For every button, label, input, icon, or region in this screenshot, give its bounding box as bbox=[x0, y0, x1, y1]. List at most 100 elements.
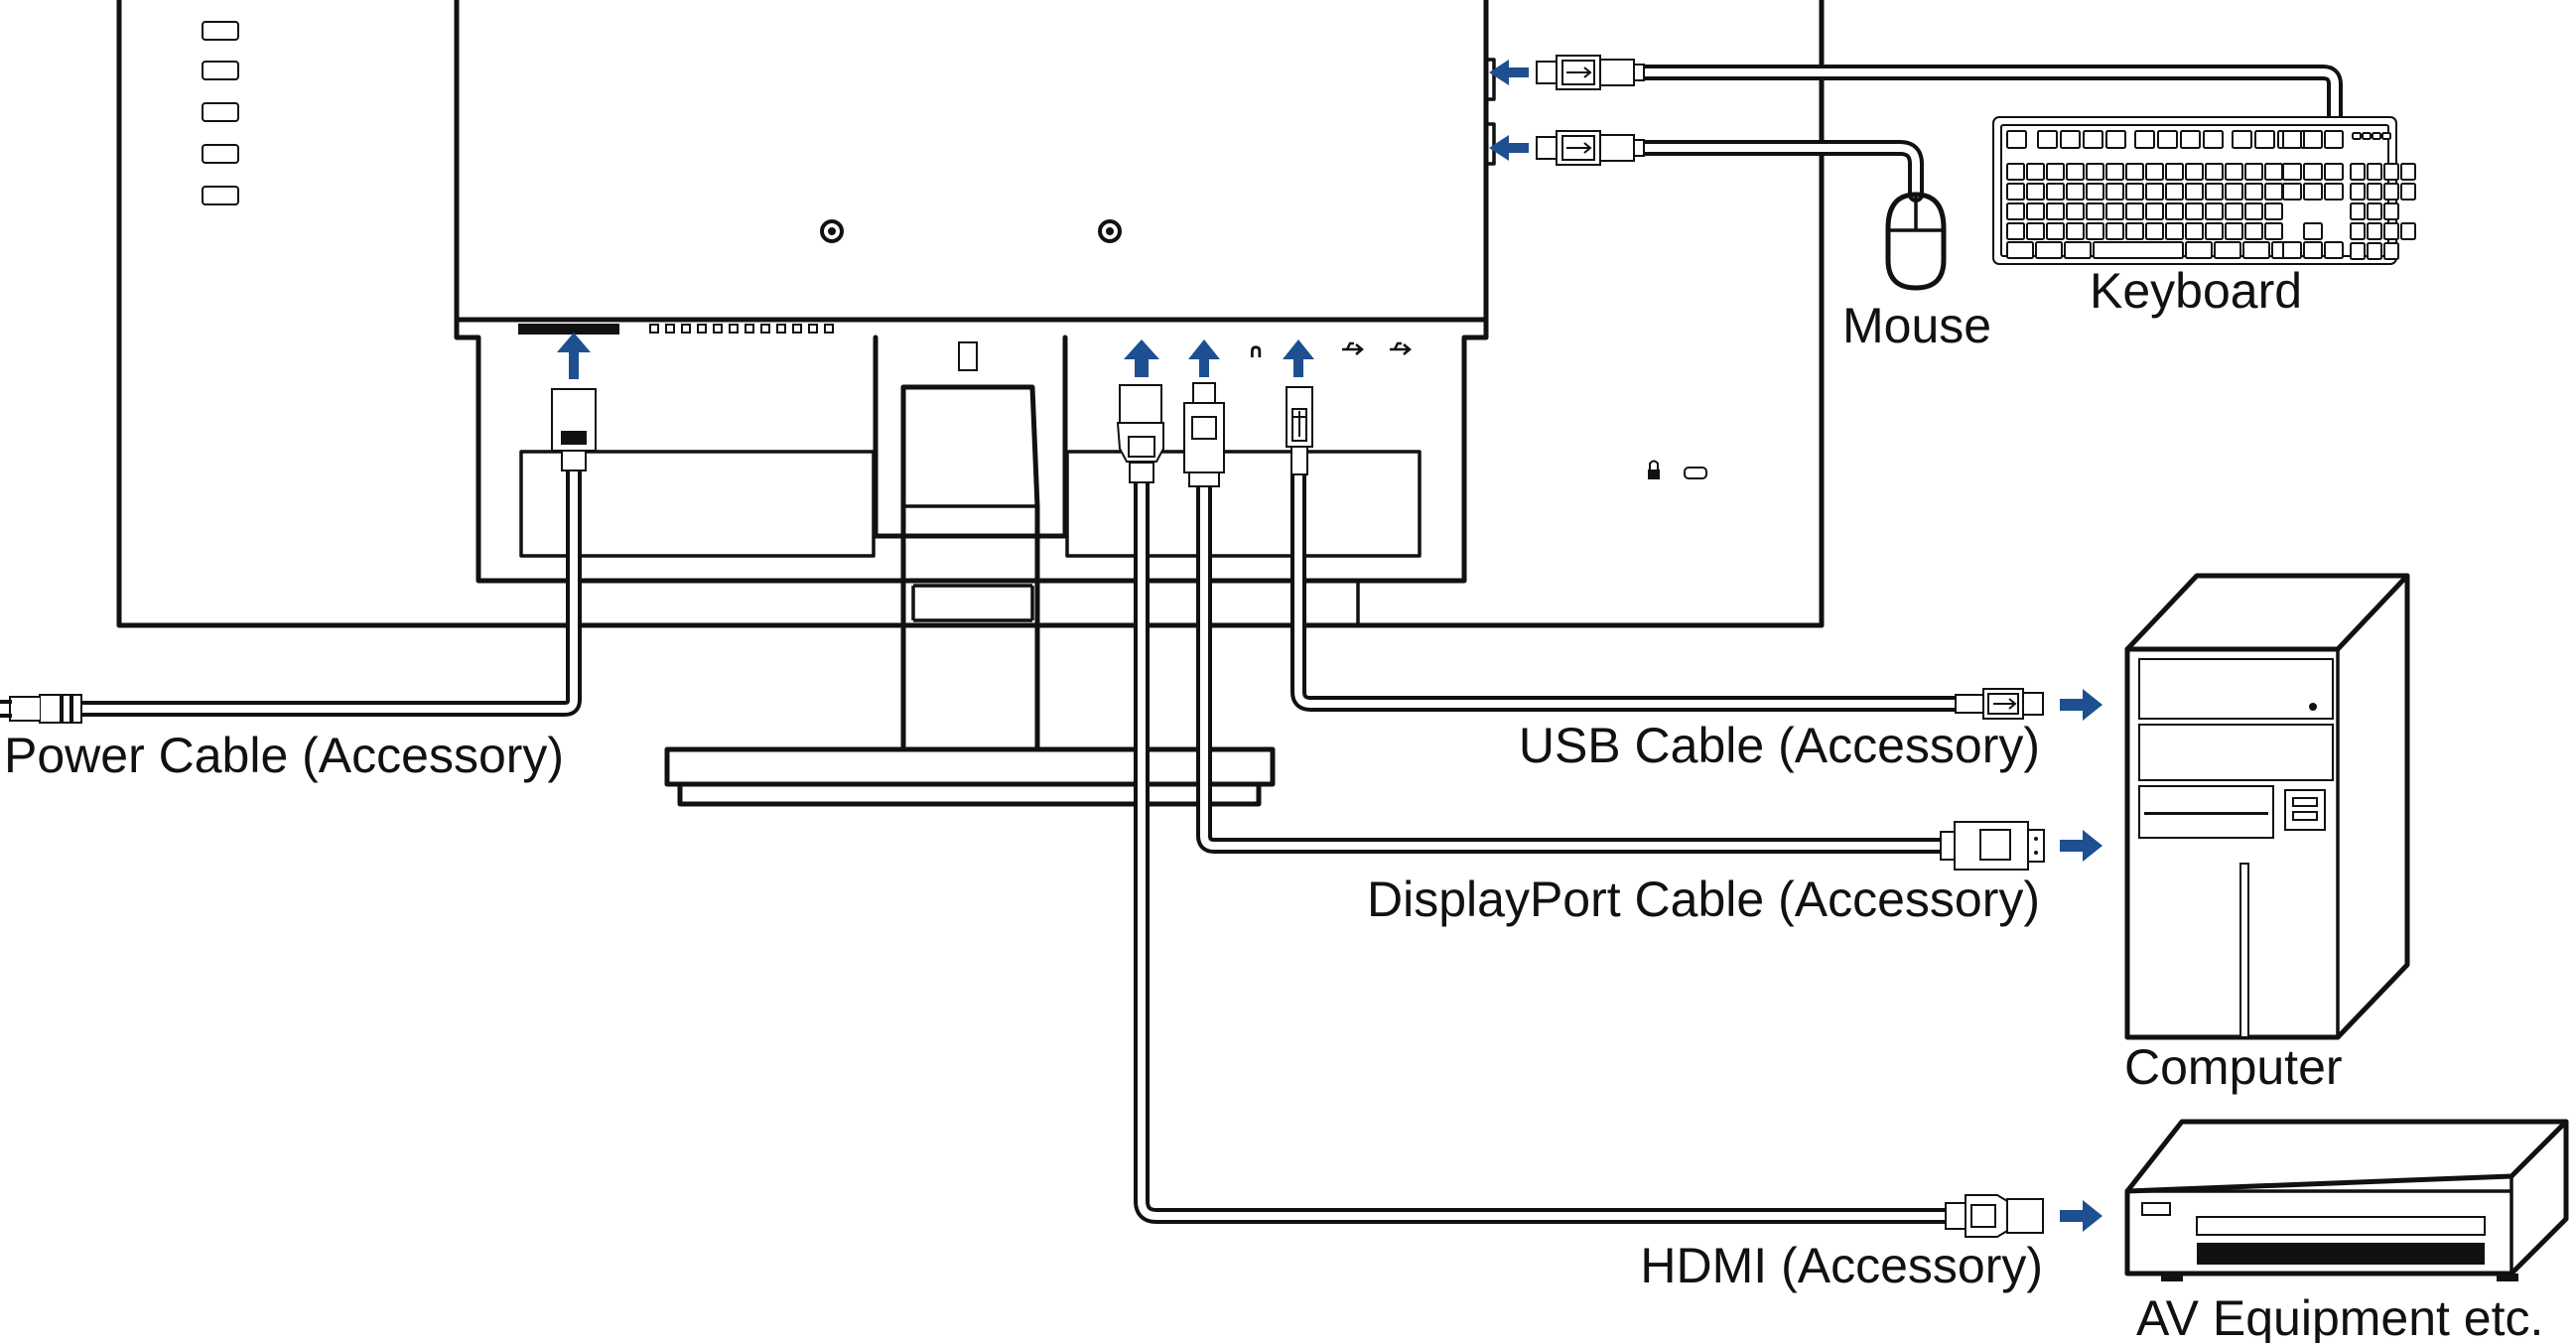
keyboard-key bbox=[2066, 163, 2085, 181]
keyboard-key bbox=[2225, 222, 2243, 240]
usb-cable bbox=[1286, 386, 2044, 720]
keyboard-key bbox=[2264, 163, 2283, 181]
keyboard-key bbox=[2244, 183, 2263, 201]
keyboard-key bbox=[2203, 130, 2224, 149]
keyboard-key bbox=[2026, 183, 2045, 201]
keyboard-key bbox=[2383, 183, 2399, 201]
computer-device bbox=[2124, 573, 2410, 1040]
keyboard-key bbox=[2006, 163, 2025, 181]
keyboard-key bbox=[2324, 130, 2344, 149]
keyboard-key bbox=[2244, 202, 2263, 220]
keyboard-key bbox=[2282, 163, 2302, 181]
keyboard-key bbox=[2086, 202, 2104, 220]
keyboard-key bbox=[2214, 241, 2241, 259]
keyboard-key bbox=[2205, 202, 2224, 220]
keyboard-key bbox=[2400, 163, 2416, 181]
keyboard-key bbox=[2242, 241, 2270, 259]
keyboard-key bbox=[2125, 202, 2144, 220]
keyboard-key bbox=[2367, 183, 2382, 201]
keyboard-key bbox=[2244, 163, 2263, 181]
keyboard-key bbox=[2006, 241, 2034, 259]
labels: Power Cable (Accessory) USB Cable (Acces… bbox=[4, 263, 2543, 1343]
keyboard-key bbox=[2125, 163, 2144, 181]
keyboard-key bbox=[2383, 163, 2399, 181]
keyboard-key bbox=[2185, 163, 2204, 181]
mouse-cable bbox=[1536, 130, 1924, 202]
keyboard-key bbox=[2367, 163, 2382, 181]
displayport-cable bbox=[1183, 382, 2045, 871]
keyboard-key bbox=[2232, 130, 2252, 149]
keyboard-key bbox=[2282, 130, 2302, 149]
keyboard-key bbox=[2145, 222, 2164, 240]
keyboard-key bbox=[2105, 163, 2124, 181]
keyboard-key bbox=[2165, 183, 2184, 201]
control-buttons bbox=[202, 21, 239, 205]
keyboard-key bbox=[2006, 222, 2025, 240]
arrow-right-dp bbox=[2060, 830, 2102, 862]
keyboard-key bbox=[2350, 183, 2366, 201]
keyboard-key bbox=[2006, 202, 2025, 220]
keyboard-key bbox=[2165, 222, 2184, 240]
computer-label: Computer bbox=[2124, 1039, 2343, 1095]
keyboard-key bbox=[2303, 241, 2323, 259]
keyboard-key bbox=[2383, 202, 2399, 220]
keyboard-key bbox=[2145, 163, 2164, 181]
keyboard-key bbox=[2125, 222, 2144, 240]
keyboard-key bbox=[2372, 132, 2381, 140]
keyboard-key bbox=[2046, 202, 2065, 220]
keyboard-key bbox=[2264, 202, 2283, 220]
keyboard-key bbox=[2145, 183, 2164, 201]
keyboard-key bbox=[2254, 130, 2275, 149]
keyboard-key bbox=[2381, 132, 2391, 140]
keyboard-device bbox=[1992, 116, 2416, 265]
keyboard-key bbox=[2225, 183, 2243, 201]
av-equipment-device bbox=[2124, 1119, 2569, 1281]
keyboard-key bbox=[2324, 163, 2344, 181]
keyboard-key bbox=[2105, 183, 2124, 201]
keyboard-key bbox=[2244, 222, 2263, 240]
arrow-right-usb bbox=[2060, 689, 2102, 721]
keyboard-key bbox=[2083, 130, 2103, 149]
keyboard-key bbox=[2046, 183, 2065, 201]
keyboard-key bbox=[2205, 163, 2224, 181]
keyboard-key bbox=[2225, 163, 2243, 181]
keyboard-key bbox=[2282, 241, 2302, 259]
keyboard-key bbox=[2105, 222, 2124, 240]
keyboard-key bbox=[2350, 163, 2366, 181]
monitor-stand bbox=[664, 335, 1360, 807]
keyboard-key bbox=[2205, 183, 2224, 201]
hdmi-cable bbox=[1116, 384, 2044, 1238]
keyboard-key bbox=[2350, 202, 2366, 220]
usb-cable-label: USB Cable (Accessory) bbox=[1519, 718, 2040, 773]
keyboard-key bbox=[2145, 202, 2164, 220]
keyboard-key bbox=[2026, 222, 2045, 240]
mouse-label: Mouse bbox=[1842, 298, 1991, 353]
keyboard-key bbox=[2064, 241, 2092, 259]
arrow-up-power bbox=[557, 333, 591, 379]
keyboard-key bbox=[2035, 241, 2063, 259]
keyboard-key bbox=[2324, 183, 2344, 201]
arrow-left-keyboard bbox=[1489, 60, 1529, 85]
keyboard-key bbox=[2157, 130, 2178, 149]
keyboard-key bbox=[2225, 202, 2243, 220]
arrow-up-usb bbox=[1283, 339, 1314, 377]
power-cable bbox=[0, 388, 597, 724]
svg-text:∩: ∩ bbox=[1248, 338, 1264, 362]
keyboard-key bbox=[2282, 183, 2302, 201]
keyboard-key bbox=[2066, 202, 2085, 220]
keyboard-key bbox=[2185, 222, 2204, 240]
keyboard-key bbox=[2165, 202, 2184, 220]
arrow-up-hdmi bbox=[1124, 339, 1159, 377]
cables bbox=[0, 55, 2343, 1238]
keyboard-key bbox=[2352, 132, 2362, 140]
keyboard-key bbox=[2400, 183, 2416, 201]
keyboard-key bbox=[2185, 183, 2204, 201]
keyboard-key bbox=[2037, 130, 2058, 149]
keyboard-key bbox=[2006, 130, 2027, 149]
keyboard-key bbox=[2026, 163, 2045, 181]
keyboard-key bbox=[2006, 183, 2025, 201]
keyboard-key bbox=[2303, 163, 2323, 181]
keyboard-key bbox=[2400, 222, 2416, 240]
keyboard-key bbox=[2350, 222, 2366, 240]
keyboard-key bbox=[2205, 222, 2224, 240]
